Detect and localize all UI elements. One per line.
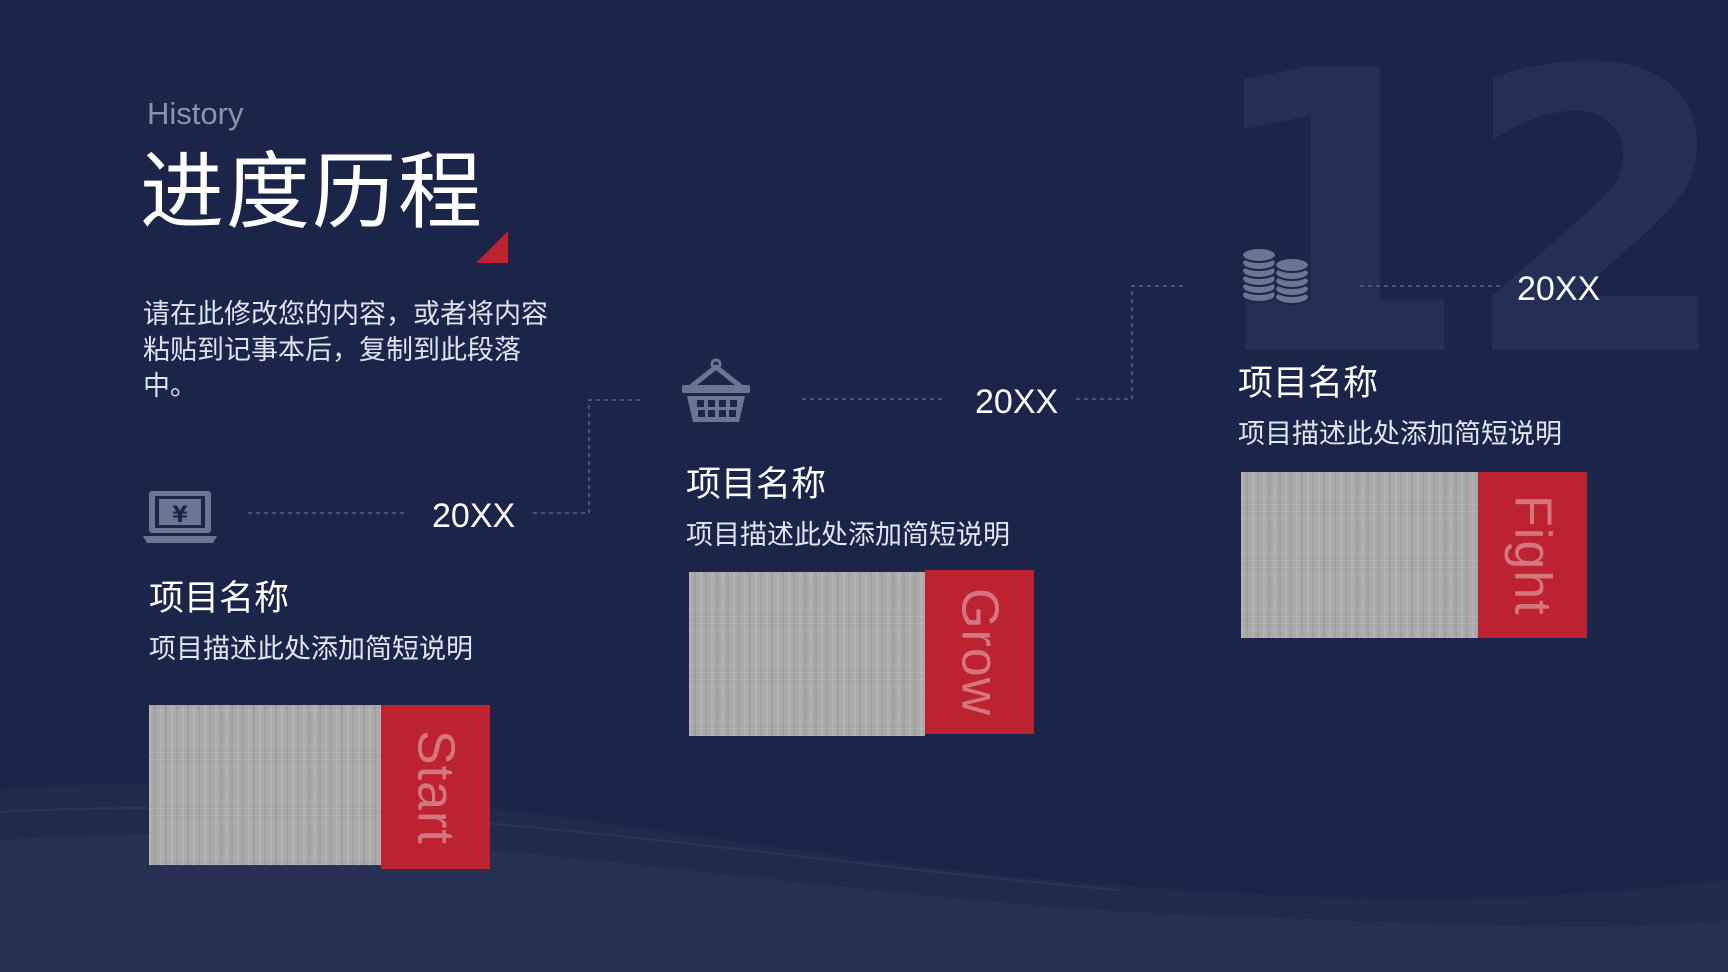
milestone-year: 20XX	[432, 497, 516, 535]
milestone-tag-label: Fight	[1503, 494, 1562, 616]
laptop-yen-icon: ¥	[143, 491, 217, 543]
title-accent-triangle	[476, 231, 508, 263]
milestone-year: 20XX	[1517, 270, 1601, 308]
milestone-name: 项目名称	[149, 579, 290, 619]
milestone-tag-label: Grow	[950, 587, 1009, 717]
milestone-tag-label: Start	[406, 729, 465, 845]
coins-icon	[1241, 247, 1310, 305]
page-subtitle: History	[147, 96, 244, 131]
background-number: 12	[1200, 0, 1728, 442]
milestone-photo	[689, 572, 925, 736]
milestone-card: Start	[149, 705, 490, 869]
milestone-description: 项目描述此处添加简短说明	[149, 634, 473, 665]
milestone-card: Grow	[689, 570, 1034, 736]
milestone-name: 项目名称	[1238, 364, 1379, 404]
milestone-name: 项目名称	[686, 465, 827, 505]
milestone-tag: Start	[381, 705, 490, 869]
milestone-description: 项目描述此处添加简短说明	[1238, 419, 1562, 450]
intro-paragraph: 请在此修改您的内容，或者将内容粘贴到记事本后，复制到此段落中。	[143, 299, 548, 402]
basket-icon	[682, 358, 750, 422]
page-title: 进度历程	[140, 143, 485, 241]
milestone-tag: Grow	[925, 570, 1034, 734]
milestone-photo	[149, 705, 381, 865]
milestone-card: Fight	[1241, 472, 1587, 638]
milestone-tag: Fight	[1478, 472, 1587, 638]
milestone-photo	[1241, 472, 1478, 638]
milestone-description: 项目描述此处添加简短说明	[686, 520, 1010, 551]
svg-text:¥: ¥	[172, 503, 188, 528]
milestone-year: 20XX	[975, 383, 1059, 421]
